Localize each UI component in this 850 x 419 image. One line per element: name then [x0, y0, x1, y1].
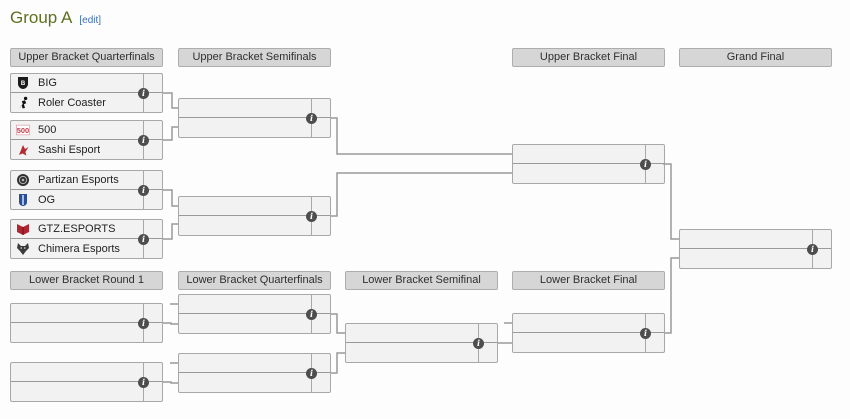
match-lb-r1-2: i — [10, 362, 163, 402]
match-lb-qf2: i — [178, 353, 331, 393]
team-row-empty — [179, 354, 330, 373]
match-lb-semifinal: i — [345, 323, 498, 363]
team-name: Partizan Esports — [38, 174, 119, 186]
team-row[interactable]: Sashi Esport — [11, 140, 162, 159]
match-lb-r1-1: i — [10, 303, 163, 343]
header-upper-bracket-quarterfinals: Upper Bracket Quarterfinals — [10, 48, 163, 67]
team-name: GTZ.ESPORTS — [38, 223, 116, 235]
team-row[interactable]: GTZ.ESPORTS — [11, 220, 162, 239]
match-grand-final: i — [679, 229, 832, 269]
team-row-empty — [346, 324, 497, 343]
edit-link[interactable]: [edit] — [79, 15, 102, 26]
header-upper-bracket-final: Upper Bracket Final — [512, 48, 665, 67]
team-row-empty — [680, 230, 831, 249]
match-ub-qf4: GTZ.ESPORTS Chimera Esports i — [10, 219, 163, 259]
match-info-icon[interactable]: i — [138, 184, 149, 196]
team-row-empty — [513, 314, 664, 333]
team-row[interactable]: OG — [11, 190, 162, 209]
header-lower-bracket-round-1: Lower Bracket Round 1 — [10, 271, 163, 290]
header-grand-final: Grand Final — [679, 48, 832, 67]
team-row-empty — [179, 197, 330, 216]
group-title-row: Group A [edit] — [10, 8, 101, 28]
team-row-empty — [179, 99, 330, 118]
team-row[interactable]: Chimera Esports — [11, 239, 162, 258]
svg-text:B: B — [21, 81, 26, 87]
partizan-emblem-icon — [11, 173, 35, 187]
chimera-wolf-icon — [11, 242, 35, 256]
team-row[interactable]: Roler Coaster — [11, 93, 162, 112]
match-lb-qf1: i — [178, 294, 331, 334]
header-upper-bracket-semifinals: Upper Bracket Semifinals — [178, 48, 331, 67]
match-lb-final: i — [512, 313, 665, 353]
match-info-icon[interactable]: i — [138, 233, 149, 245]
team-row-empty — [11, 363, 162, 382]
header-lower-bracket-quarterfinals: Lower Bracket Quarterfinals — [178, 271, 331, 290]
match-ub-sf1: i — [178, 98, 331, 138]
team-row[interactable]: Partizan Esports — [11, 171, 162, 190]
match-ub-qf2: 500 500 Sashi Esport i — [10, 120, 163, 160]
page-title: Group A — [10, 8, 73, 27]
match-info-icon[interactable]: i — [306, 112, 317, 124]
match-info-icon[interactable]: i — [640, 158, 651, 170]
match-ub-qf3: Partizan Esports OG i — [10, 170, 163, 210]
match-ub-qf1: B BIG Roler Coaster i — [10, 73, 163, 113]
match-info-icon[interactable]: i — [138, 87, 149, 99]
match-info-icon[interactable]: i — [138, 376, 149, 388]
match-info-icon[interactable]: i — [138, 134, 149, 146]
match-info-icon[interactable]: i — [138, 317, 149, 329]
team-name: OG — [38, 193, 56, 206]
team-row-empty — [513, 145, 664, 164]
team-name: 500 — [38, 124, 57, 136]
team-row-empty — [179, 295, 330, 314]
big-crest-icon: B — [11, 76, 35, 90]
header-lower-bracket-semifinal: Lower Bracket Semifinal — [345, 271, 498, 290]
match-info-icon[interactable]: i — [306, 367, 317, 379]
team-name: BIG — [38, 77, 57, 89]
og-shield-icon — [11, 193, 35, 207]
svg-text:500: 500 — [17, 126, 29, 135]
match-info-icon[interactable]: i — [640, 327, 651, 339]
gtz-emblem-icon — [11, 222, 35, 236]
match-ub-final: i — [512, 144, 665, 184]
team-name: Roler Coaster — [38, 96, 106, 109]
header-lower-bracket-final: Lower Bracket Final — [512, 271, 665, 290]
team-name: Chimera Esports — [38, 242, 120, 255]
match-info-icon[interactable]: i — [807, 243, 818, 255]
team-name: Sashi Esport — [38, 143, 101, 156]
match-info-icon[interactable]: i — [473, 337, 484, 349]
team-row-empty — [11, 304, 162, 323]
skater-icon — [11, 96, 35, 110]
match-ub-sf2: i — [178, 196, 331, 236]
match-info-icon[interactable]: i — [306, 210, 317, 222]
500-badge-icon: 500 — [11, 123, 35, 137]
sashi-bird-icon — [11, 143, 35, 157]
match-info-icon[interactable]: i — [306, 308, 317, 320]
team-row[interactable]: B BIG — [11, 74, 162, 93]
team-row[interactable]: 500 500 — [11, 121, 162, 140]
